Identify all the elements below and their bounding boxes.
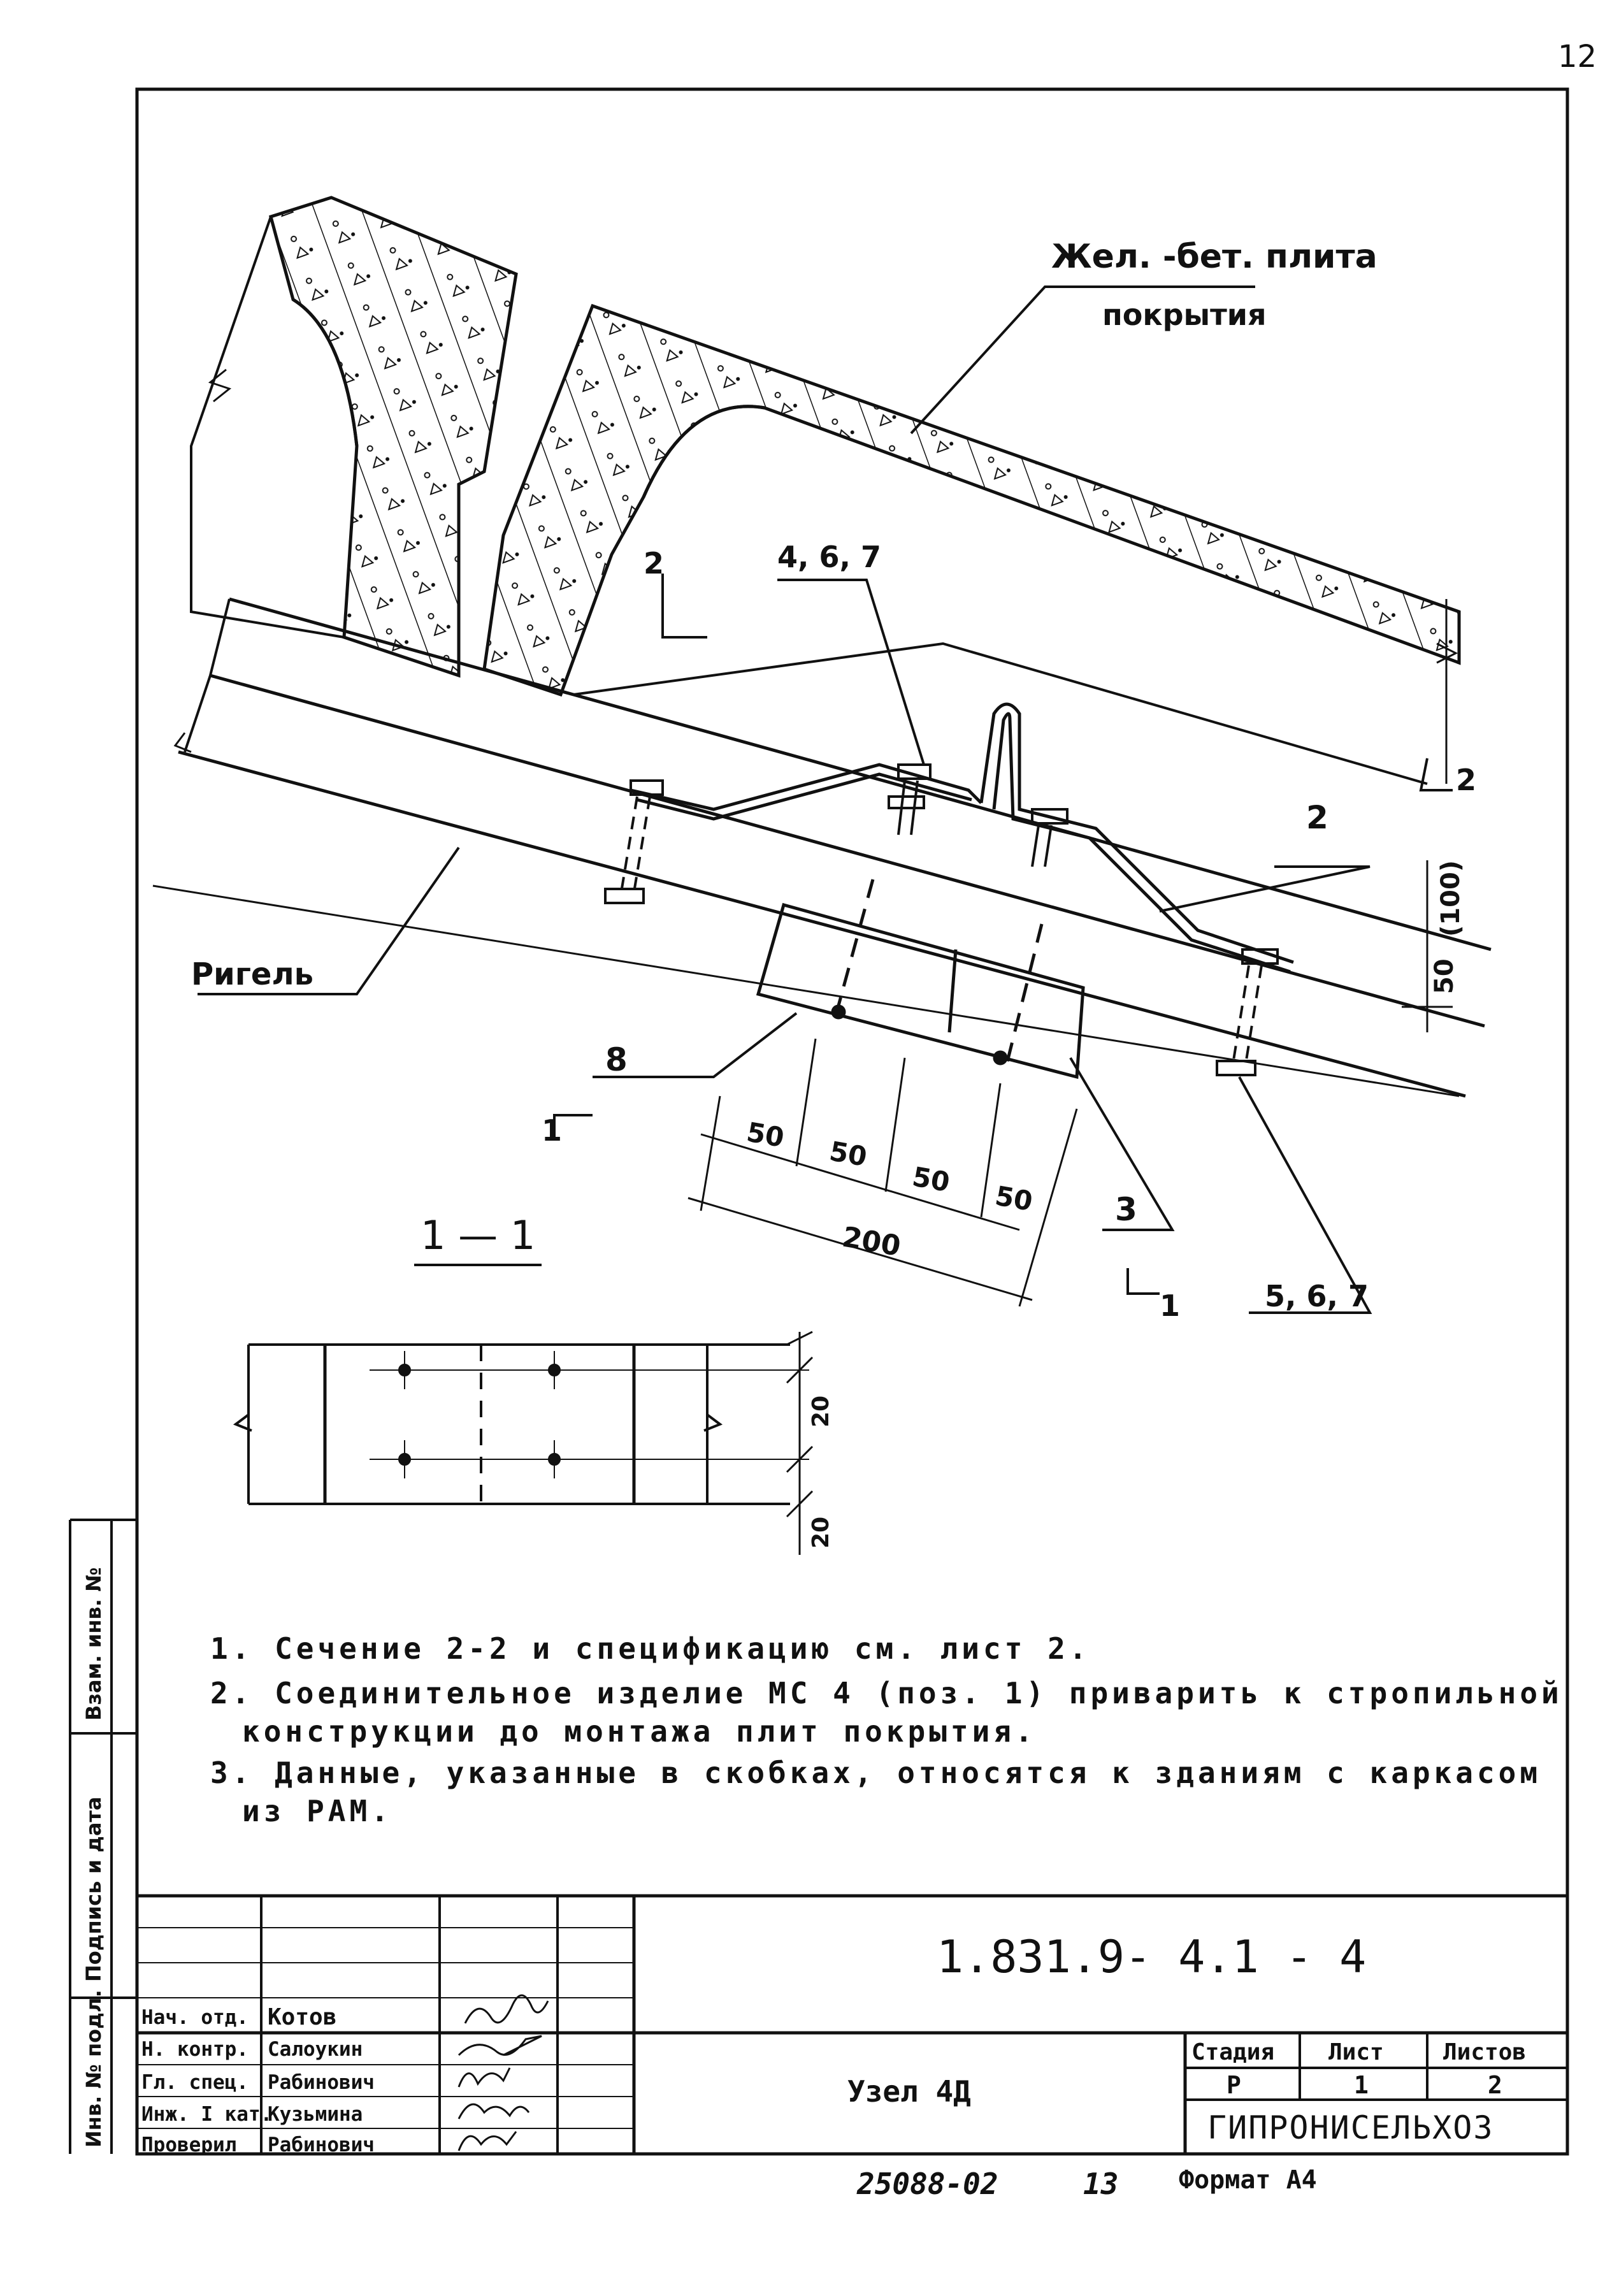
dim-20-a: 20 [808, 1396, 834, 1427]
note-2: 2. Соединительное изделие МС 4 (поз. 1) … [210, 1676, 1563, 1710]
name-rabinovich-1: Рабинович [268, 2071, 375, 2094]
stamp-vzam-inv: Взам. инв. № [82, 1567, 106, 1721]
beam-label: Ригель [191, 957, 313, 992]
copy-number: 13 [1083, 2167, 1119, 2201]
roof-slab-left [190, 196, 518, 678]
drawing-title: Узел 4Д [847, 2074, 971, 2109]
doc-code: 1.831.9- 4.1 - 4 [937, 1931, 1367, 1983]
slab-label-line1: Жел. -бет. плита [1051, 238, 1378, 276]
dim-50-b: 50 [827, 1136, 869, 1173]
roof-slab-right [482, 303, 1461, 785]
sheets-header: Листов [1443, 2039, 1527, 2065]
note-1: 1. Сечение 2-2 и спецификацию см. лист 2… [210, 1631, 1091, 1666]
base-plate [756, 879, 1085, 1079]
role-n-kontr: Н. контр. [141, 2038, 248, 2061]
slab-label-line2: покрытия [1102, 298, 1267, 332]
name-rabinovich-2: Рабинович [268, 2134, 375, 2156]
title-block-grid [137, 1894, 1567, 2154]
note-3-cont: из РАМ. [242, 1794, 392, 1828]
dim-50-vert: 50 [1430, 958, 1459, 994]
stamp-inv-podl: Инв. № подл. [82, 1989, 106, 2148]
section-mark-1-right: 1 [1160, 1289, 1180, 1323]
connecting-strap [630, 702, 1294, 974]
page-number: 12 [1558, 39, 1597, 75]
dim-50-d: 50 [993, 1180, 1035, 1217]
name-kuzmina: Кузьмина [268, 2103, 363, 2126]
role-gl-spec: Гл. спец. [141, 2071, 248, 2094]
dim-100: (100) [1436, 860, 1465, 937]
dimension-lines [687, 860, 1453, 1307]
section-mark-2-right: 2 [1456, 763, 1476, 797]
note-3: 3. Данные, указанные в скобках, относятс… [210, 1756, 1542, 1790]
role-nach-otd: Нач. отд. [141, 2006, 248, 2029]
callout-4-6-7: 4, 6, 7 [777, 540, 881, 574]
bolts [604, 763, 1279, 1076]
role-proveril: Проверил [141, 2134, 237, 2156]
beam [152, 597, 1492, 1098]
signatures [457, 1994, 549, 2151]
plan-view [233, 1331, 814, 1555]
format-label: Формат А4 [1179, 2165, 1317, 2195]
stamp-podpis-data: Подпись и дата [82, 1796, 106, 1982]
sheet-value: 1 [1354, 2071, 1369, 2099]
callout-2: 2 [1306, 799, 1328, 836]
sheet-header: Лист [1328, 2039, 1384, 2065]
section-mark-1-left: 1 [542, 1113, 562, 1148]
dim-50-a: 50 [744, 1116, 786, 1153]
callout-3: 3 [1115, 1191, 1137, 1228]
role-inzh: Инж. I кат. [141, 2103, 273, 2126]
section-mark-2-top: 2 [644, 546, 664, 581]
stage-header: Стадия [1191, 2039, 1275, 2065]
stage-value: Р [1227, 2071, 1241, 2099]
section-title: 1 — 1 [421, 1212, 535, 1259]
side-stamp [69, 1519, 137, 2154]
dim-50-c: 50 [910, 1161, 952, 1198]
leader-lines [198, 285, 1453, 1314]
name-kotov: Котов [268, 2004, 337, 2030]
callout-5-6-7: 5, 6, 7 [1265, 1279, 1369, 1313]
name-saloukin: Салоукин [268, 2038, 363, 2061]
sheet-frame [135, 87, 1569, 2156]
dim-200: 200 [840, 1221, 903, 1263]
sheets-value: 2 [1488, 2071, 1502, 2099]
organization: ГИПРОНИСЕЛЬХОЗ [1207, 2109, 1494, 2146]
dim-20-b: 20 [808, 1517, 834, 1549]
note-2-cont: конструкции до монтажа плит покрытия. [242, 1714, 1037, 1749]
callout-8: 8 [605, 1041, 628, 1078]
archive-number: 25088-02 [857, 2167, 998, 2201]
